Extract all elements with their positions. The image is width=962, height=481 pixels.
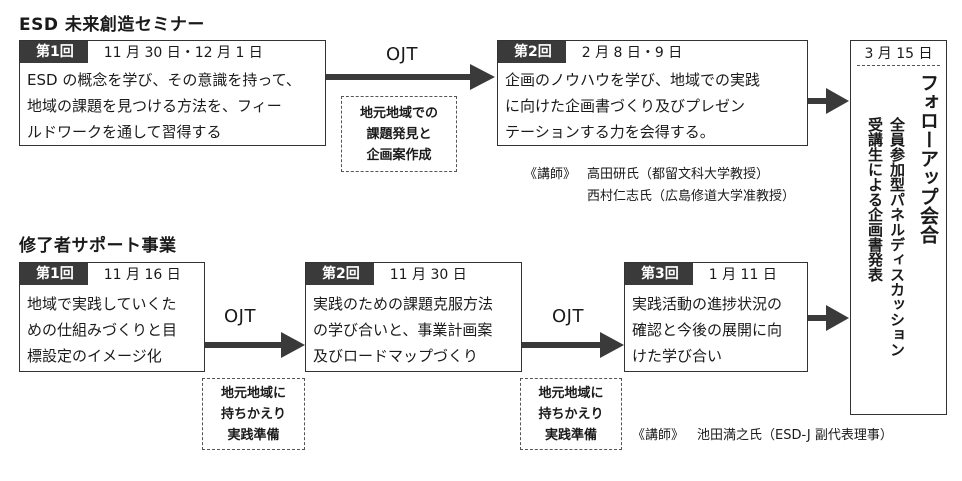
support-session-2-box: 第2回 11 月 30 日 実践のための課題克服方法 の学び合いと、事業計画案 … (305, 262, 522, 372)
ojt-note-line: 持ちかえり (538, 406, 604, 422)
lecturer-label: 《講師》 (524, 167, 577, 182)
followup-date: 3 月 15 日 (864, 46, 933, 62)
ojt-note-line: 地元地域での (359, 105, 438, 121)
description-line: 標設定のイメージ化 (27, 347, 162, 365)
ojt-note-line: 企画案作成 (366, 147, 432, 163)
ojt-note-line: 地元地域に (538, 385, 604, 401)
lecturer-name: 池田満之氏（ESD-J 副代表理事） (697, 428, 893, 443)
ojt-label: OJT (552, 306, 584, 327)
lecturer-label: 《講師》 (632, 428, 685, 443)
session-badge: 第3回 (625, 263, 693, 285)
arrow-support-1-to-2 (205, 332, 305, 358)
ojt-note-line: 実践準備 (227, 427, 280, 443)
description-line: に向けた企画書づくり及びプレゼン (505, 97, 746, 115)
session-description: 企画のノウハウを学び、地域での実践 に向けた企画書づくり及びプレゼン テーション… (505, 67, 801, 145)
description-line: 確認と今後の展開に向 (632, 321, 783, 339)
description-line: 実践活動の進捗状況の (632, 295, 783, 313)
session-header: 第1回 11 月 16 日 (20, 263, 181, 285)
session-header: 第3回 1 月 11 日 (625, 263, 777, 285)
session-badge: 第2回 (498, 41, 566, 63)
description-line: めの仕組みづくりと目 (27, 321, 178, 339)
ojt-note-line: 持ちかえり (220, 406, 286, 422)
seminar-session-1-box: 第1回 11 月 30 日・12 月 1 日 ESD の概念を学び、その意識を持… (19, 40, 326, 146)
lecturer-name: 西村仁志氏（広島修道大学准教授） (587, 189, 796, 204)
description-line: ルドワークを通して習得する (27, 123, 222, 141)
description-line: の学び合いと、事業計画案 (313, 321, 493, 339)
followup-title: フォローアップ会合 (917, 73, 939, 244)
description-line: けた学び合い (632, 347, 723, 365)
ojt-label: OJT (224, 306, 256, 327)
description-line: 実践のための課題克服方法 (313, 295, 494, 313)
session-badge: 第1回 (20, 263, 88, 285)
support-session-1-box: 第1回 11 月 16 日 地域で実践していくた めの仕組みづくりと目 標設定の… (19, 262, 205, 372)
lecturer-name: 高田研氏（都留文科大学教授） (587, 167, 770, 182)
ojt-note-box: 地元地域に 持ちかえり 実践準備 (520, 378, 622, 450)
followup-divider (857, 65, 940, 66)
session-description: ESD の概念を学び、その意識を持って、 地域の課題を見つける方法を、フィー ル… (27, 67, 319, 145)
session-date: 1 月 11 日 (708, 267, 777, 283)
seminar-section-title: ESD 未来創造セミナー (19, 15, 205, 35)
session-date: 11 月 30 日・12 月 1 日 (103, 45, 263, 61)
ojt-note-box: 地元地域での 課題発見と 企画案作成 (341, 96, 457, 172)
arrow-support-2-to-3 (522, 332, 624, 358)
followup-description: 全員参加型パネルディスカッション (888, 117, 906, 357)
description-line: 地域で実践していくた (27, 295, 177, 313)
support-session-3-box: 第3回 1 月 11 日 実践活動の進捗状況の 確認と今後の展開に向 けた学び合… (624, 262, 808, 372)
session-header: 第1回 11 月 30 日・12 月 1 日 (20, 41, 263, 63)
session-badge: 第2回 (306, 263, 374, 285)
ojt-note-line: 実践準備 (544, 427, 597, 443)
session-badge: 第1回 (20, 41, 88, 63)
seminar-session-2-box: 第2回 2 月 8 日・9 日 企画のノウハウを学び、地域での実践 に向けた企画… (497, 40, 808, 146)
ojt-note-line: 地元地域に (220, 385, 286, 401)
ojt-note-box: 地元地域に 持ちかえり 実践準備 (202, 378, 305, 450)
session-description: 地域で実践していくた めの仕組みづくりと目 標設定のイメージ化 (27, 291, 198, 369)
arrow-seminar-2-to-followup (808, 88, 849, 114)
session-date: 11 月 30 日 (389, 267, 467, 283)
arrow-seminar-1-to-2 (326, 64, 495, 90)
session-description: 実践のための課題克服方法 の学び合いと、事業計画案 及びロードマップづくり (313, 291, 515, 369)
description-line: テーションする力を会得する。 (505, 123, 715, 141)
followup-description: 受講生による企画書発表 (866, 117, 884, 282)
session-header: 第2回 2 月 8 日・9 日 (498, 41, 682, 63)
description-line: ESD の概念を学び、その意識を持って、 (27, 71, 301, 89)
session-header: 第2回 11 月 30 日 (306, 263, 467, 285)
followup-box: 3 月 15 日 フォローアップ会合 全員参加型パネルディスカッション 受講生に… (850, 40, 947, 415)
session-description: 実践活動の進捗状況の 確認と今後の展開に向 けた学び合い (632, 291, 801, 369)
description-line: 及びロードマップづくり (313, 347, 479, 365)
description-line: 企画のノウハウを学び、地域での実践 (505, 71, 761, 89)
session-date: 2 月 8 日・9 日 (581, 45, 683, 61)
session-date: 11 月 16 日 (103, 267, 181, 283)
description-line: 地域の課題を見つける方法を、フィー (27, 97, 282, 115)
arrow-support-3-to-followup (808, 305, 849, 331)
ojt-label: OJT (386, 44, 418, 65)
ojt-note-line: 課題発見と (366, 126, 432, 142)
support-section-title: 修了者サポート事業 (19, 236, 177, 256)
